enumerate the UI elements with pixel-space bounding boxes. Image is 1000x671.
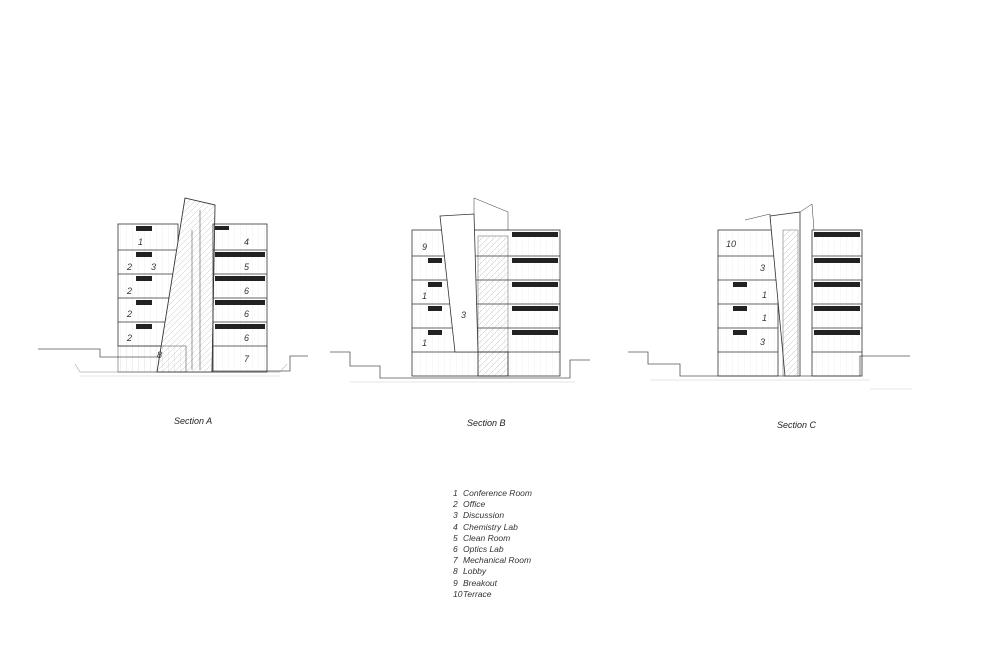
room-number: 5 bbox=[244, 262, 250, 272]
legend-item: 3 Discussion bbox=[453, 510, 532, 521]
room-number: 9 bbox=[422, 242, 427, 252]
legend-number: 6 bbox=[453, 544, 458, 555]
room-number: 7 bbox=[244, 354, 250, 364]
legend-item: 8 Lobby bbox=[453, 566, 532, 577]
legend-number: 7 bbox=[453, 555, 458, 566]
legend-number: 10 bbox=[453, 588, 463, 599]
legend-number: 1 bbox=[453, 488, 458, 498]
legend-item: 10Terrace bbox=[453, 589, 532, 600]
legend-item: 6 Optics Lab bbox=[453, 544, 532, 555]
legend-label: Discussion bbox=[463, 510, 505, 521]
room-number: 3 bbox=[760, 263, 765, 273]
room-number: 1 bbox=[138, 237, 143, 247]
section-c-title: Section C bbox=[777, 420, 817, 430]
room-number: 6 bbox=[244, 309, 249, 319]
legend-number: 4 bbox=[453, 521, 458, 532]
room-number: 1 bbox=[422, 291, 427, 301]
room-number: 8 bbox=[157, 350, 162, 360]
legend-label: Office bbox=[463, 499, 486, 510]
legend-label: Chemistry Lab bbox=[463, 521, 518, 532]
legend-item: 1 Conference Room bbox=[453, 488, 532, 499]
legend-label: Mechanical Room bbox=[463, 555, 532, 566]
legend-item: 9 Breakout bbox=[453, 578, 532, 589]
room-number: 2 bbox=[126, 309, 132, 319]
legend-item: 2 Office bbox=[453, 499, 532, 510]
room-number: 6 bbox=[244, 286, 249, 296]
legend-item: 4 Chemistry Lab bbox=[453, 522, 532, 533]
legend-number: 3 bbox=[453, 510, 458, 521]
room-number: 3 bbox=[151, 262, 156, 272]
legend-item: 7 Mechanical Room bbox=[453, 555, 532, 566]
room-number: 2 bbox=[126, 333, 132, 343]
room-number: 1 bbox=[422, 338, 427, 348]
room-number: 6 bbox=[244, 333, 249, 343]
legend-label: Breakout bbox=[463, 577, 498, 588]
room-number: 1 bbox=[762, 313, 767, 323]
legend-number: 2 bbox=[453, 499, 458, 510]
legend-label: Lobby bbox=[463, 566, 487, 577]
room-number: 3 bbox=[760, 337, 765, 347]
section-b-title: Section B bbox=[467, 418, 506, 428]
room-number: 4 bbox=[244, 237, 249, 247]
section-a-drawing: 1 4 2 3 5 2 6 2 6 2 6 8 7 bbox=[38, 197, 308, 377]
room-number: 2 bbox=[126, 286, 132, 296]
room-number: 3 bbox=[461, 310, 466, 320]
room-legend: 1 Conference Room 2 Office 3 Discussion 4 Ch… bbox=[453, 488, 532, 600]
legend-number: 5 bbox=[453, 532, 458, 543]
legend-label: Conference Room bbox=[463, 488, 532, 498]
room-number: 2 bbox=[126, 262, 132, 272]
room-number: 1 bbox=[762, 290, 767, 300]
legend-label: Terrace bbox=[463, 588, 492, 599]
section-b-drawing: 9 1 3 1 bbox=[330, 197, 590, 383]
legend-number: 8 bbox=[453, 566, 458, 577]
legend-label: Clean Room bbox=[463, 532, 511, 543]
section-a-title: Section A bbox=[174, 416, 213, 426]
legend-number: 9 bbox=[453, 577, 458, 588]
legend-item: 5 Clean Room bbox=[453, 533, 532, 544]
room-number: 10 bbox=[726, 239, 736, 249]
section-c-drawing: 10 3 1 1 3 bbox=[628, 203, 912, 390]
legend-label: Optics Lab bbox=[463, 544, 504, 555]
